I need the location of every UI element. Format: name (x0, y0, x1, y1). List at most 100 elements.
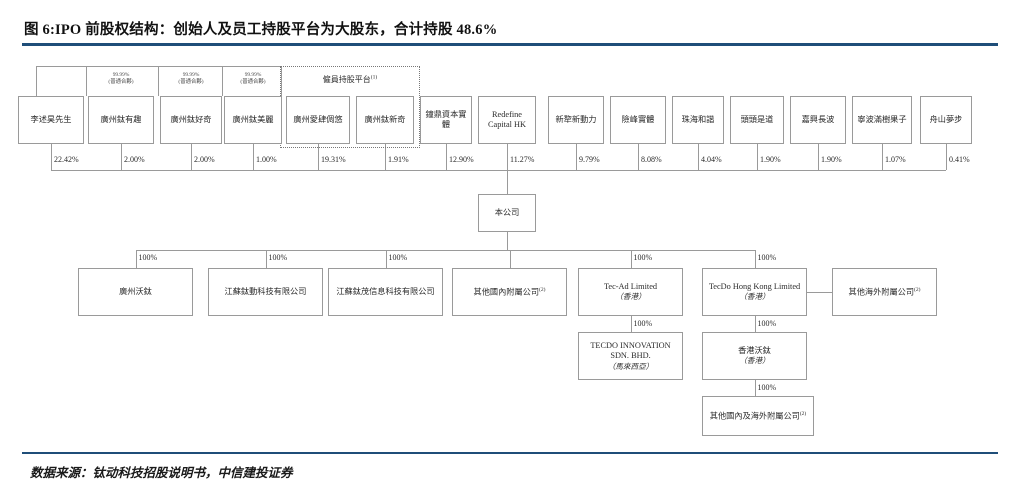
gp-note-pct: 99.99% (244, 72, 262, 78)
footer-divider (22, 452, 998, 454)
subsidiary-l1-pct-3: 100% (388, 253, 408, 262)
shareholder-stub-9 (576, 144, 577, 170)
shareholder-pct-4: 1.00% (256, 155, 277, 164)
shareholder-stub-5 (318, 144, 319, 170)
footnote-marker: (2) (799, 410, 807, 417)
node-label: 廣州鈦新奇 (364, 114, 406, 124)
node-label: TECDO INNOVATION SDN. BHD. (590, 340, 671, 361)
node-region: （香港） (739, 292, 770, 302)
subsidiary-l2-link-2 (754, 316, 756, 332)
shareholder-pct-13: 1.90% (821, 155, 842, 164)
shareholder-stub-8 (507, 144, 508, 170)
company-uplink (507, 170, 508, 194)
title-divider (22, 43, 998, 46)
subsidiary-l1-box-7: 其他海外附屬公司(2) (832, 268, 937, 316)
node-label: 廣州鈦好奇 (170, 114, 212, 124)
source-note: 数据来源：钛动科技招股说明书，中信建投证券 (30, 466, 293, 480)
shareholder-box-9: 新犂新動力 (548, 96, 604, 144)
shareholder-stub-15 (946, 144, 947, 170)
shareholder-pct-9: 9.79% (579, 155, 600, 164)
subsidiary-l3-pct: 100% (757, 383, 777, 392)
subsidiary-l1-pct-2: 100% (268, 253, 288, 262)
shareholder-pct-15: 0.41% (949, 155, 970, 164)
node-label: 險峰實體 (621, 114, 655, 124)
shareholder-box-5: 廣州愛肆倜悠 (286, 96, 350, 144)
employee-platform-label: 僱員持股平台(1) (322, 74, 378, 84)
node-label: 舟山夢步 (929, 114, 963, 124)
shareholder-stub-6 (385, 144, 386, 170)
footnote-marker: (2) (914, 286, 921, 293)
node-label: Tec-Ad Limited (603, 282, 658, 292)
shareholder-stub-3 (191, 144, 192, 170)
gp-divider-1 (86, 66, 87, 96)
gp-note-1: 99.99%(普通合夥) (95, 72, 147, 87)
node-label: 其他國內及海外附屬公司(2) (709, 410, 807, 421)
shareholder-box-2: 廣州鈦有趣 (88, 96, 154, 144)
gp-note-kind: (普通合夥) (178, 79, 204, 86)
shareholder-pct-10: 8.08% (641, 155, 662, 164)
subsidiary-l1-stub-3 (385, 250, 387, 268)
gp-divider-3 (222, 66, 223, 96)
shareholder-box-12: 頭頭是道 (730, 96, 784, 144)
subsidiary-l2-box-1: TECDO INNOVATION SDN. BHD.（馬來西亞） (578, 332, 683, 380)
subsidiary-l1-pct-6: 100% (757, 253, 777, 262)
shareholder-pct-3: 2.00% (194, 155, 215, 164)
shareholder-pct-2: 2.00% (124, 155, 145, 164)
shareholder-bus-line (51, 170, 946, 171)
shareholder-pct-1: 22.42% (54, 155, 79, 164)
shareholder-pct-8: 11.27% (510, 155, 535, 164)
shareholder-stub-4 (253, 144, 254, 170)
subsidiary-l2-box-2: 香港沃鈦（香港） (702, 332, 807, 380)
node-label: 頭頭是道 (740, 114, 774, 124)
node-label: 李述昊先生 (30, 114, 72, 124)
shareholder-stub-13 (818, 144, 819, 170)
node-label: 香港沃鈦 (738, 346, 771, 356)
subsidiary-l1-stub-1 (135, 250, 137, 268)
node-label: 鐘鼎資本實體 (425, 109, 467, 129)
shareholder-box-11: 珠海和諧 (672, 96, 724, 144)
footnote-marker: (1) (370, 74, 378, 81)
shareholder-pct-14: 1.07% (885, 155, 906, 164)
shareholder-box-8: Redefine Capital HK (478, 96, 536, 144)
company-box: 本公司 (478, 194, 536, 232)
shareholder-box-10: 險峰實體 (610, 96, 666, 144)
overseas-sub-link (807, 292, 832, 293)
node-label: 新犂新動力 (555, 114, 597, 124)
shareholder-box-15: 舟山夢步 (920, 96, 972, 144)
node-region: （香港） (739, 356, 770, 366)
shareholder-box-3: 廣州鈦好奇 (160, 96, 222, 144)
gp-bracket-frame (36, 66, 282, 96)
shareholder-stub-1 (51, 144, 52, 170)
shareholder-pct-5: 19.31% (321, 155, 346, 164)
shareholder-stub-11 (698, 144, 699, 170)
gp-divider-2 (158, 66, 159, 96)
node-label: 江蘇鈦動科技有限公司 (224, 286, 307, 296)
subsidiary-l2-pct-2: 100% (757, 319, 777, 328)
shareholder-box-4: 廣州鈦美麗 (224, 96, 282, 144)
node-region: （香港） (615, 292, 646, 302)
subsidiary-l1-box-1: 廣州沃鈦 (78, 268, 193, 316)
subsidiary-l1-stub-5 (630, 250, 632, 268)
subsidiary-l3-box-1: 其他國內及海外附屬公司(2) (702, 396, 814, 436)
subsidiary-l1-bus-line (135, 250, 755, 251)
shareholder-pct-7: 12.90% (449, 155, 474, 164)
node-region: （馬來西亞） (607, 361, 654, 371)
subsidiary-l1-box-4: 其他國內附屬公司(2) (452, 268, 567, 316)
subsidiary-l1-box-6: TecDo Hong Kong Limited（香港） (702, 268, 807, 316)
node-label: 江蘇鈦茂信息科技有限公司 (336, 286, 435, 296)
node-label: 廣州愛肆倜悠 (293, 114, 343, 124)
subsidiary-l2-pct-1: 100% (633, 319, 653, 328)
shareholder-pct-12: 1.90% (760, 155, 781, 164)
shareholder-box-6: 廣州鈦新奇 (356, 96, 414, 144)
company-downlink (507, 232, 508, 250)
shareholder-stub-7 (446, 144, 447, 170)
subsidiary-l1-stub-4 (509, 250, 511, 268)
node-label: 廣州鈦美麗 (232, 114, 274, 124)
footnote-marker: (2) (539, 286, 546, 293)
shareholder-box-13: 嘉興長波 (790, 96, 846, 144)
node-label: 廣州沃鈦 (119, 286, 152, 296)
subsidiary-l1-stub-2 (265, 250, 267, 268)
node-label: TecDo Hong Kong Limited (708, 282, 801, 292)
gp-note-3: 99.99%(普通合夥) (227, 72, 279, 87)
